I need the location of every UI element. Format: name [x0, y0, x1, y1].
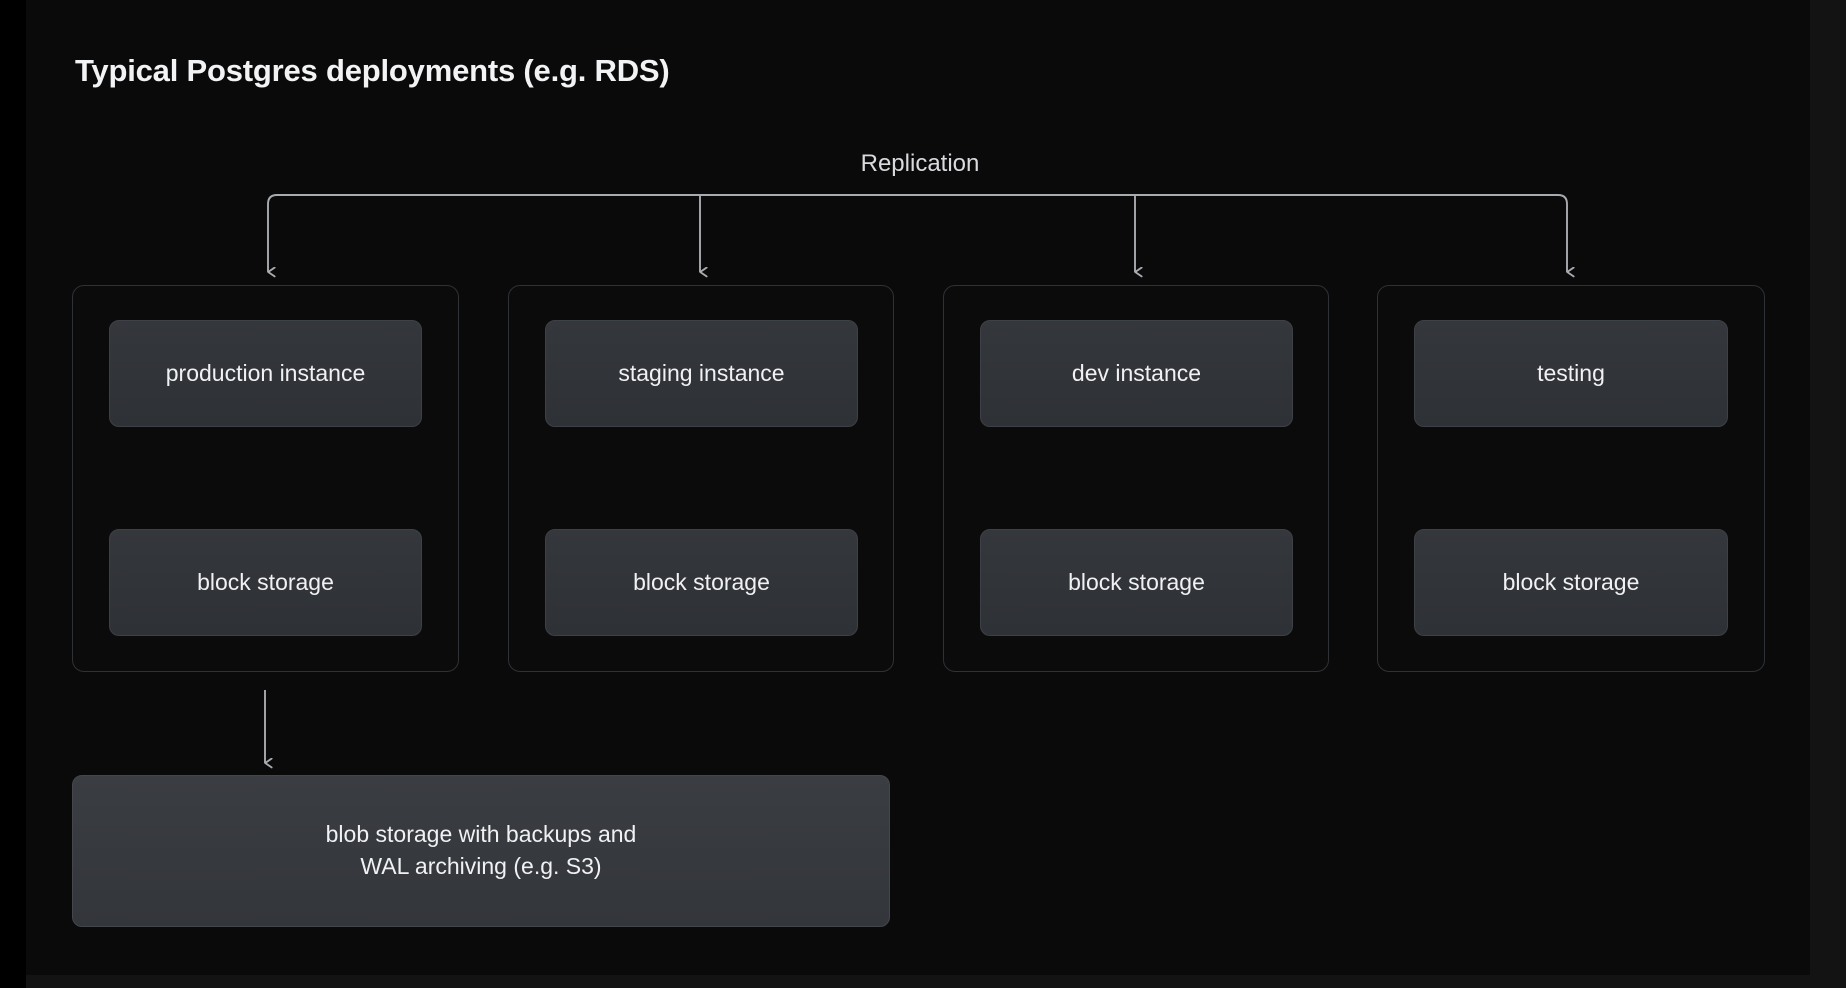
deployment-group-dev: dev instance block storage	[943, 285, 1329, 672]
deployment-group-production: production instance block storage	[72, 285, 459, 672]
node-blob-storage[interactable]: blob storage with backups and WAL archiv…	[72, 775, 890, 927]
blob-storage-line-2: WAL archiving (e.g. S3)	[360, 853, 602, 879]
node-staging-instance[interactable]: staging instance	[545, 320, 858, 427]
node-dev-block-storage[interactable]: block storage	[980, 529, 1293, 636]
node-testing-block-storage[interactable]: block storage	[1414, 529, 1728, 636]
deployment-group-staging: staging instance block storage	[508, 285, 894, 672]
blob-storage-label: blob storage with backups and WAL archiv…	[326, 819, 637, 882]
blob-storage-line-1: blob storage with backups and	[325, 821, 637, 848]
node-production-instance[interactable]: production instance	[109, 320, 422, 427]
page-title: Typical Postgres deployments (e.g. RDS)	[75, 53, 670, 88]
deployment-group-testing: testing block storage	[1377, 285, 1765, 672]
node-dev-instance[interactable]: dev instance	[980, 320, 1293, 427]
node-testing-instance[interactable]: testing	[1414, 320, 1728, 427]
node-production-block-storage[interactable]: block storage	[109, 529, 422, 636]
node-staging-block-storage[interactable]: block storage	[545, 529, 858, 636]
